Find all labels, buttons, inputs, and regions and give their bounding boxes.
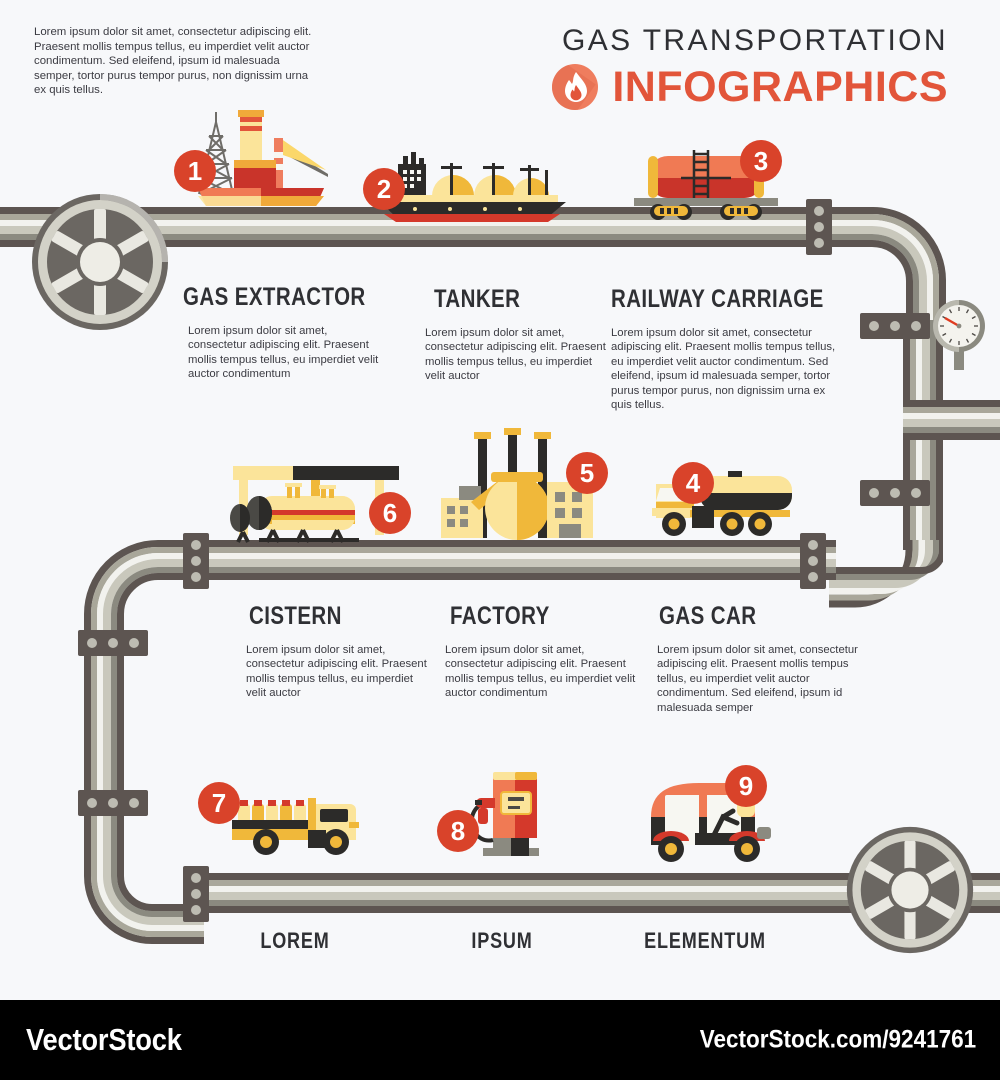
pipe-flange (183, 533, 209, 589)
pipe-horizontal-row2 (196, 540, 836, 580)
section-body: Lorem ipsum dolor sit amet, consectetur … (611, 327, 836, 412)
pipe-flange (183, 866, 209, 922)
cistern-tank-icon (225, 450, 405, 550)
infographic-canvas: Lorem ipsum dolor sit amet, consectetur … (0, 24, 1000, 960)
section-gas-car: GAS CAR Lorem ipsum dolor sit amet, cons… (657, 602, 861, 715)
lng-tanker-ship-icon (370, 148, 570, 228)
fuel-pump-icon (445, 764, 560, 867)
section-body: Lorem ipsum dolor sit amet, consectetur … (425, 327, 606, 383)
section-title: RAILWAY CARRIAGE (611, 285, 824, 313)
section-title: GAS EXTRACTOR (183, 283, 366, 311)
page-title: GAS TRANSPORTATION INFOGRAPHICS (552, 24, 948, 110)
section-factory: FACTORY Lorem ipsum dolor sit amet, cons… (445, 602, 640, 701)
pipe-flange (860, 313, 930, 339)
flame-icon (552, 64, 599, 110)
title-line-1: GAS TRANSPORTATION (561, 24, 948, 57)
pipe-flange (78, 790, 148, 816)
section-body: Lorem ipsum dolor sit amet, consectetur … (188, 325, 379, 381)
caption-lorem: LOREM (260, 928, 330, 953)
section-body: Lorem ipsum dolor sit amet, consectetur … (445, 644, 636, 700)
gas-tanker-truck-icon (650, 462, 795, 545)
caption-ipsum: IPSUM (471, 928, 533, 953)
section-body: Lorem ipsum dolor sit amet, consectetur … (246, 644, 427, 700)
badge-number-5: 5 (566, 452, 608, 494)
section-railway-carriage: RAILWAY CARRIAGE Lorem ipsum dolor sit a… (611, 285, 843, 412)
section-title: FACTORY (450, 602, 550, 630)
pipe-elbow-bottom-left (84, 840, 204, 945)
brand-name: VectorStock (26, 1022, 182, 1057)
badge-number-6: 6 (369, 492, 411, 534)
intro-paragraph: Lorem ipsum dolor sit amet, consectetur … (34, 26, 312, 97)
title-line-2: INFOGRAPHICS (612, 62, 948, 111)
badge-number-7: 7 (198, 782, 240, 824)
pipe-vertical-left (84, 645, 124, 845)
section-title: TANKER (434, 285, 521, 313)
pipe-flange (806, 199, 832, 255)
section-title: CISTERN (249, 602, 342, 630)
badge-number-4: 4 (672, 462, 714, 504)
valve-wheel-icon[interactable] (30, 192, 170, 337)
badge-number-1: 1 (174, 150, 216, 192)
badge-number-9: 9 (725, 765, 767, 807)
pipe-branch-right (903, 400, 1000, 440)
oil-rig-icon (176, 108, 346, 218)
badge-number-3: 3 (740, 140, 782, 182)
pipe-horizontal-row3 (196, 873, 1000, 913)
badge-number-2: 2 (363, 168, 405, 210)
pipe-elbow-bottom-right (823, 534, 946, 650)
valve-wheel-icon[interactable] (845, 825, 975, 960)
badge-number-8: 8 (437, 810, 479, 852)
caption-elementum: ELEMENTUM (644, 928, 766, 953)
stock-url: VectorStock.com/9241761 (699, 1025, 976, 1054)
gas-factory-icon (435, 424, 600, 549)
section-title: GAS CAR (659, 602, 757, 630)
pipe-flange (800, 533, 826, 589)
watermark-footer: VectorStock VectorStock.com/9241761 (0, 1000, 1000, 1080)
gas-cylinder-truck-icon (222, 780, 372, 865)
section-body: Lorem ipsum dolor sit amet, consectetur … (657, 644, 858, 714)
pipe-elbow-top-left (84, 540, 204, 650)
section-cistern: CISTERN Lorem ipsum dolor sit amet, cons… (246, 602, 429, 701)
pipe-flange (860, 480, 930, 506)
pressure-gauge-icon (928, 298, 990, 375)
pipe-flange (78, 630, 148, 656)
pipe-elbow-top-right (826, 206, 947, 327)
section-tanker: TANKER Lorem ipsum dolor sit amet, conse… (425, 285, 614, 384)
section-gas-extractor: GAS EXTRACTOR Lorem ipsum dolor sit amet… (183, 283, 383, 382)
